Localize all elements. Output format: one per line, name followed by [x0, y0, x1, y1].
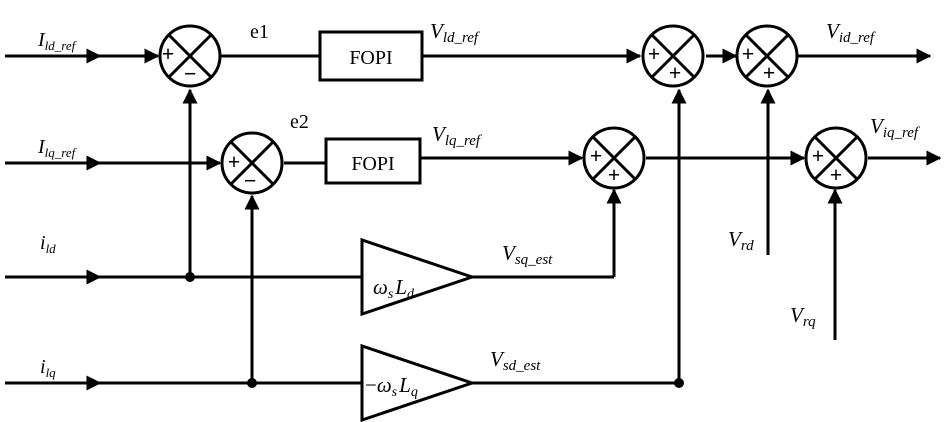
label-e1: e1 — [250, 21, 269, 43]
plus-sign: + — [648, 41, 661, 66]
fopi-label: FOPI — [349, 47, 392, 69]
label-e2: e2 — [290, 111, 309, 133]
sum-junction-1: + − — [158, 24, 222, 88]
label-vsd-est: Vsd_est — [490, 347, 541, 374]
plus-sign: + — [830, 162, 843, 187]
label-vrd: Vrd — [728, 227, 754, 254]
plus-sign: + — [608, 162, 621, 187]
plus-sign: + — [162, 41, 175, 66]
sum-junction-4: + + — [735, 24, 799, 88]
plus-sign: + — [742, 41, 755, 66]
label-vld-ref: Vld_ref — [430, 19, 480, 46]
gain-block-minus-ws-lq: −ωsLq — [360, 343, 477, 422]
minus-sign: − — [244, 168, 257, 193]
label-vid-ref: Vid_ref — [826, 19, 876, 46]
plus-sign: + — [590, 143, 603, 168]
sum-junction-6: + + — [804, 126, 868, 190]
plus-sign: + — [669, 60, 682, 85]
label-ilq: ilq — [40, 356, 56, 380]
label-vsq-est: Vsq_est — [502, 241, 553, 268]
sum-junction-2: + − — [220, 131, 284, 195]
fopi-label: FOPI — [351, 153, 394, 175]
label-ilq-ref: Ilq_ref — [37, 136, 78, 160]
label-vlq-ref: Vlq_ref — [432, 122, 482, 149]
plus-sign: + — [812, 143, 825, 168]
label-ild-ref: Ild_ref — [37, 29, 78, 53]
sum-junction-5: + + — [582, 126, 646, 190]
fopi-block-1: FOPI — [318, 30, 424, 82]
gain-block-ws-ld: ωsLd — [360, 237, 477, 317]
junction-dot — [674, 378, 684, 388]
label-viq-ref: Viq_ref — [870, 114, 920, 141]
label-ild: ild — [40, 232, 56, 256]
junction-dot — [247, 378, 257, 388]
junction-dot — [185, 272, 195, 282]
minus-sign: − — [184, 61, 197, 86]
plus-sign: + — [763, 60, 776, 85]
fopi-block-2: FOPI — [324, 137, 422, 185]
label-vrq: Vrq — [790, 303, 816, 330]
wires — [5, 48, 942, 391]
gain-label: ωsLd — [373, 275, 415, 302]
gain-label: −ωsLq — [365, 373, 418, 400]
sum-junction-3: + + — [641, 24, 705, 88]
plus-sign: + — [228, 149, 241, 174]
